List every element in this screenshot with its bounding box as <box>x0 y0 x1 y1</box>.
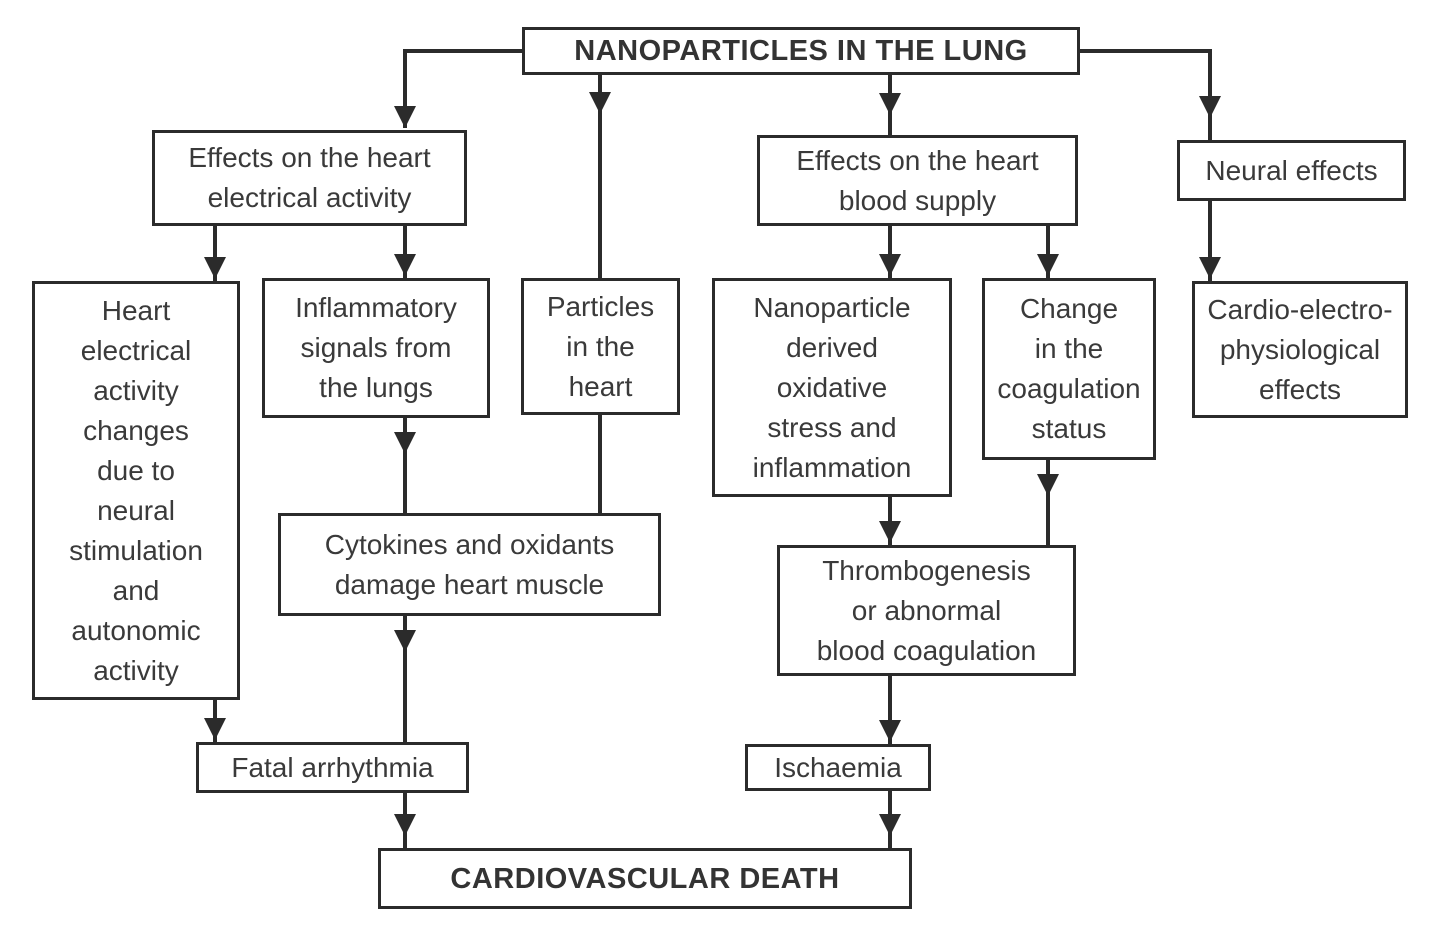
node-heart-electrical-activity-changes: Heart electrical activity changes due to… <box>32 281 240 700</box>
node-label: Cardio-electro- physiological effects <box>1207 293 1393 405</box>
edge-neural-effects-to-cardio-electro <box>1199 201 1221 281</box>
node-cardiovascular-death: CARDIOVASCULAR DEATH <box>378 848 912 909</box>
arrowhead-icon <box>1037 254 1059 276</box>
arrowhead-icon <box>394 254 416 276</box>
edge-fatal-arrhythmia-to-cardiovascular-death <box>394 793 416 848</box>
edge-heart-activity-changes-to-fatal-arrhythmia <box>204 700 226 742</box>
arrowhead-icon <box>204 718 226 740</box>
arrowhead-icon <box>879 254 901 276</box>
edge-effects-blood-to-oxidative-stress <box>879 226 901 278</box>
node-label: CARDIOVASCULAR DEATH <box>450 862 840 895</box>
node-inflammatory-signals: Inflammatory signals from the lungs <box>262 278 490 418</box>
node-label: Particles in the heart <box>546 290 655 402</box>
node-fatal-arrhythmia: Fatal arrhythmia <box>196 742 469 793</box>
arrowhead-icon <box>879 720 901 742</box>
node-label: Effects on the heart blood supply <box>796 144 1039 216</box>
node-label: Thrombogenesis or abnormal blood coagula… <box>816 554 1037 666</box>
arrowhead-icon <box>1199 96 1221 118</box>
node-effects-heart-blood-supply: Effects on the heart blood supply <box>757 135 1078 226</box>
node-label: Effects on the heart electrical activity <box>188 142 431 213</box>
edge-root-to-neural-effects <box>1078 49 1221 140</box>
arrowhead-icon <box>394 630 416 652</box>
edge-effects-electrical-to-inflammatory-signals <box>394 226 416 278</box>
edge-oxidative-stress-to-thrombogenesis <box>879 497 901 545</box>
arrowhead-icon <box>589 92 611 114</box>
edge-cytokines-damage-to-fatal-arrhythmia <box>394 616 416 742</box>
node-thrombogenesis: Thrombogenesis or abnormal blood coagula… <box>777 545 1076 676</box>
edge-root-to-particles-in-heart <box>589 75 611 278</box>
node-label: Cytokines and oxidants damage heart musc… <box>324 528 615 600</box>
edge-root-to-effects-blood <box>879 75 901 135</box>
edge-ischaemia-to-cardiovascular-death <box>879 791 901 848</box>
node-label: NANOPARTICLES IN THE LUNG <box>574 35 1028 67</box>
node-label: Inflammatory signals from the lungs <box>295 292 457 403</box>
edge-root-to-effects-electrical <box>394 49 524 128</box>
node-label: Neural effects <box>1205 154 1378 186</box>
node-nanoparticle-oxidative-stress: Nanoparticle derived oxidative stress an… <box>712 278 952 497</box>
node-particles-in-heart: Particles in the heart <box>521 278 680 415</box>
arrowhead-icon <box>879 814 901 836</box>
node-label: Heart electrical activity changes due to… <box>69 294 203 686</box>
node-effects-heart-electrical-activity: Effects on the heart electrical activity <box>152 130 467 226</box>
arrowhead-icon <box>879 521 901 543</box>
edge-thrombogenesis-to-ischaemia <box>879 676 901 744</box>
edge-inflammatory-signals-to-cytokines-damage <box>394 418 416 513</box>
edge-coagulation-change-to-thrombogenesis <box>1037 460 1059 545</box>
node-neural-effects: Neural effects <box>1177 140 1406 201</box>
node-label: Ischaemia <box>774 751 902 783</box>
arrowhead-icon <box>1199 257 1221 279</box>
arrowhead-icon <box>204 257 226 279</box>
node-ischaemia: Ischaemia <box>745 744 931 791</box>
edge-effects-electrical-to-heart-activity-changes <box>204 226 226 281</box>
arrowhead-icon <box>879 93 901 115</box>
node-label: Fatal arrhythmia <box>231 751 434 783</box>
node-label: Change in the coagulation status <box>997 293 1141 444</box>
arrowhead-icon <box>394 814 416 836</box>
node-label: Nanoparticle derived oxidative stress an… <box>752 291 912 483</box>
node-nanoparticles-in-the-lung: NANOPARTICLES IN THE LUNG <box>522 27 1080 75</box>
arrowhead-icon <box>394 106 416 128</box>
edge-effects-blood-to-coagulation-change <box>1037 226 1059 278</box>
arrowhead-icon <box>394 432 416 454</box>
arrowhead-icon <box>1037 474 1059 496</box>
node-cytokines-damage-heart-muscle: Cytokines and oxidants damage heart musc… <box>278 513 661 616</box>
node-coagulation-status-change: Change in the coagulation status <box>982 278 1156 460</box>
node-cardio-electro-physiological-effects: Cardio-electro- physiological effects <box>1192 281 1408 418</box>
